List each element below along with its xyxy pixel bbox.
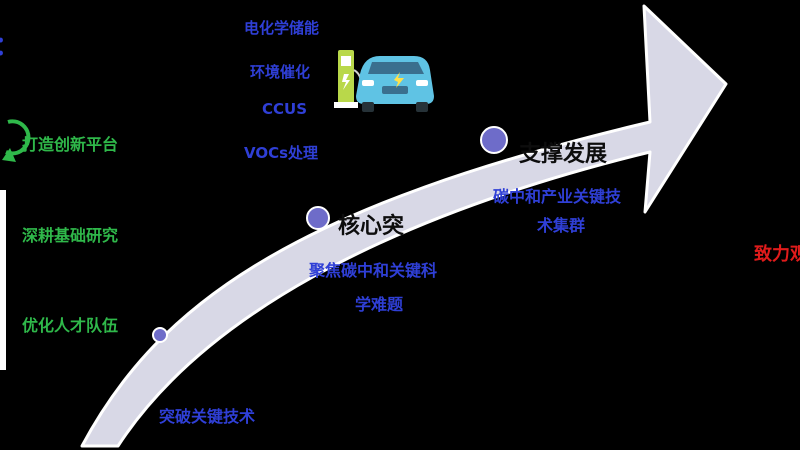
left-heading-fragment: ： <box>0 26 20 63</box>
stage-2-title: 核心突 <box>338 214 405 239</box>
topic-ccus: CCUS <box>262 100 307 118</box>
left-panel-edge <box>0 190 6 370</box>
side-item-platform: 打造创新平台 <box>22 135 119 154</box>
stage-node-1 <box>152 327 168 343</box>
stage-3-desc-line-1: 碳中和产业关键技 <box>493 187 622 206</box>
electric-car-icon <box>356 56 434 112</box>
side-item-research: 深耕基础研究 <box>22 226 119 245</box>
stage-3-desc-line-2: 术集群 <box>537 216 586 235</box>
recycle-icon <box>2 119 31 162</box>
stage-node-2 <box>306 206 330 230</box>
topic-environmental-catalysis: 环境催化 <box>250 63 311 81</box>
stage-2-desc-line-1: 聚焦碳中和关键科 <box>309 261 438 280</box>
topic-vocs: VOCs处理 <box>244 144 319 162</box>
topic-electrochemical-storage: 电化学储能 <box>244 19 320 37</box>
side-item-talent: 优化人才队伍 <box>22 316 119 335</box>
stage-3-title: 支撑发展 <box>519 142 608 167</box>
stage-node-3 <box>480 126 508 154</box>
stage-2-desc-line-2: 学难题 <box>355 295 404 314</box>
progress-arrow <box>80 4 728 448</box>
stage-1-desc: 突破关键技术 <box>159 407 256 426</box>
right-fragment: 致力观 <box>754 244 800 265</box>
